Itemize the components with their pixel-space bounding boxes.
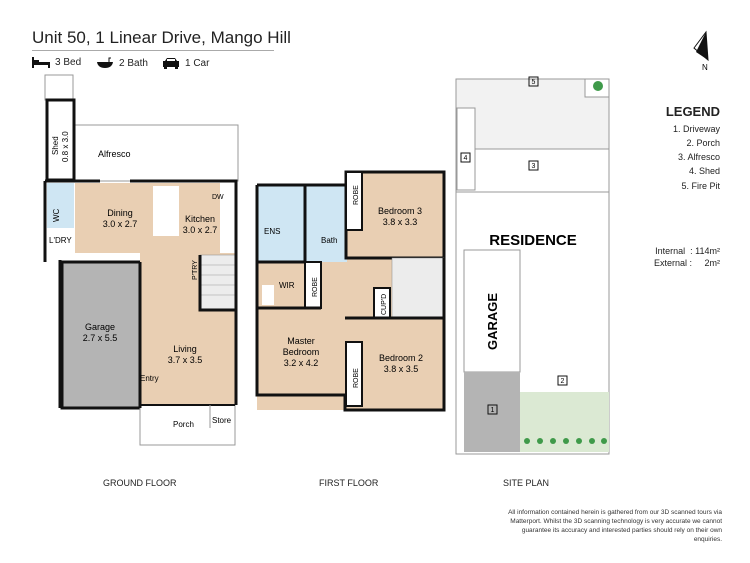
legend-item: 2. Porch: [686, 138, 720, 148]
kitchen-label: Kitchen: [185, 214, 215, 224]
bath-icon: [97, 57, 113, 68]
shed-area: [45, 98, 76, 182]
alfresco-area: [74, 124, 239, 182]
dining-size: 3.0 x 2.7: [103, 219, 138, 229]
legend-item: 4. Shed: [688, 166, 720, 176]
bedroom2-label: Bedroom 2: [379, 353, 423, 363]
wir-label: WIR: [279, 281, 295, 290]
shed-area: [456, 107, 476, 191]
internal-area: Internal : 114m²: [655, 246, 720, 256]
shed-label: Shed: [51, 136, 60, 155]
ground-floor-caption: GROUND FLOOR: [103, 478, 177, 488]
disclaimer: All information contained herein is gath…: [508, 509, 722, 543]
garage-label: Garage: [85, 322, 115, 332]
bed-icon: [32, 57, 50, 68]
fire-pit-area: [455, 78, 610, 150]
robe-label: ROBE: [353, 185, 360, 205]
bedroom3-label: Bedroom 3: [378, 206, 422, 216]
entry-label: Entry: [140, 374, 159, 383]
dining-label: Dining: [107, 208, 133, 218]
wc-label: WC: [52, 208, 61, 222]
laundry-area: [47, 228, 74, 260]
site-garage-label: GARAGE: [485, 293, 500, 350]
alfresco-label: Alfresco: [98, 149, 131, 159]
legend-item: 5. Fire Pit: [681, 181, 720, 191]
title-divider: [32, 50, 274, 51]
stairs: [199, 254, 236, 311]
laundry-label: L'DRY: [49, 236, 72, 245]
marker-2: 2: [561, 378, 565, 385]
marker-1: 1: [491, 407, 495, 414]
bedroom2-size: 3.8 x 3.5: [384, 364, 419, 374]
master-bedroom-label: Master: [287, 336, 315, 346]
bath-label: Bath: [321, 236, 337, 245]
feature-bath: 2 Bath: [96, 57, 148, 69]
garage-size: 2.7 x 5.5: [83, 333, 118, 343]
marker-3: 3: [532, 163, 536, 170]
robe-label: ROBE: [312, 277, 319, 297]
living-label: Living: [173, 344, 197, 354]
master-bedroom-size: 3.2 x 4.2: [284, 358, 319, 368]
driveway-area: [464, 372, 520, 452]
master-bedroom-label-2: Bedroom: [283, 347, 320, 357]
residence-label: RESIDENCE: [489, 232, 577, 249]
ensuite-label: ENS: [264, 227, 280, 236]
feature-car: 1 Car: [162, 57, 209, 69]
ground-floor-plan: Alfresco Shed 0.8 x 3.0 WC L'DRY Dining …: [43, 74, 239, 446]
bedroom3-size: 3.8 x 3.3: [383, 217, 418, 227]
stairs: [391, 257, 445, 319]
legend-title: LEGEND: [665, 104, 720, 119]
bathrooms-area: [257, 185, 347, 262]
shed-size: 0.8 x 3.0: [61, 131, 70, 162]
page-title: Unit 50, 1 Linear Drive, Mango Hill: [32, 28, 291, 47]
bed-count: 3 Bed: [55, 57, 82, 68]
cupboard-label: CUP'D: [381, 294, 388, 315]
legend-item: 1. Driveway: [672, 124, 720, 134]
wc-area: [47, 183, 74, 228]
site-plan-caption: SITE PLAN: [503, 478, 550, 488]
kitchen-size: 3.0 x 2.7: [183, 225, 218, 235]
store-label: Store: [212, 416, 232, 425]
feature-bed: 3 Bed: [32, 57, 81, 68]
car-count: 1 Car: [185, 57, 210, 69]
dishwasher-label: DW: [212, 194, 224, 201]
bath-count: 2 Bath: [119, 57, 148, 69]
marker-5: 5: [532, 79, 536, 86]
car-icon: [163, 58, 179, 69]
porch-area: [139, 404, 236, 446]
compass-label: N: [702, 63, 708, 72]
marker-4: 4: [464, 155, 468, 162]
living-size: 3.7 x 3.5: [168, 355, 203, 365]
robe-label: ROBE: [353, 368, 360, 388]
site-plan: RESIDENCE GARAGE 1 2 3 4 5: [455, 76, 610, 455]
external-area: External : 2m²: [653, 258, 720, 268]
pantry-label: P'TRY: [192, 260, 199, 280]
site-garage: [463, 249, 521, 373]
first-floor-caption: FIRST FLOOR: [319, 478, 379, 488]
legend-item: 3. Alfresco: [677, 152, 720, 162]
porch-label: Porch: [173, 420, 194, 429]
first-floor-plan: ROBE Bedroom 3 3.8 x 3.3 ENS Bath WIR RO…: [255, 170, 446, 412]
north-arrow-icon: N: [693, 30, 709, 72]
